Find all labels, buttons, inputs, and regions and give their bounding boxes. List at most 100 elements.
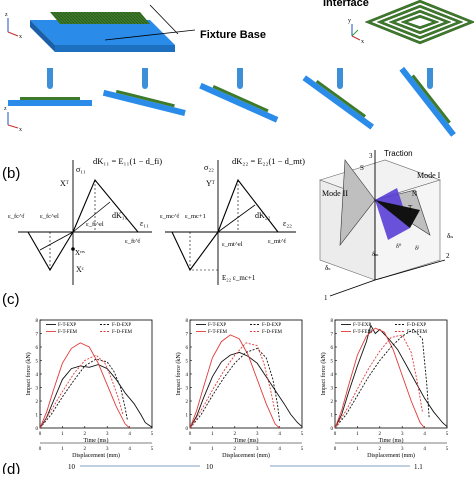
impactor-rod: [237, 68, 243, 86]
impactor-rod: [142, 68, 148, 86]
disp-tick-label: 4: [278, 447, 281, 452]
dk11-equation: dK₁₁ = E₁₁(1 − d_fi): [93, 156, 162, 166]
res-point: [71, 247, 75, 251]
interface-label: Interface: [323, 0, 369, 9]
y-tick-label: 6: [331, 346, 334, 351]
y-tick-label: 5: [331, 360, 334, 365]
interface-figure: Interface y x: [323, 0, 474, 45]
mixed-mode-dark: [375, 200, 420, 228]
legend-label: F-D-EXP: [112, 323, 131, 328]
series-line-f-d-exp: [334, 328, 430, 429]
yt-label: Yᵀ: [206, 179, 215, 188]
y-tick-label: 1: [36, 414, 39, 419]
delta-f-label: δᶠ: [415, 246, 420, 252]
x-tick-label: 1: [211, 432, 214, 437]
disp-tick-label: 2: [234, 447, 237, 452]
axis-1: [329, 279, 376, 297]
eps-ft-f: ε_ft^f: [125, 238, 141, 245]
eps-fc-f: ε_fc^f: [8, 213, 25, 220]
eps22-label: ε₂₂: [283, 219, 292, 228]
dk22-equation: dK₂₂ = E₂₂(1 − d_mt): [232, 156, 305, 166]
legend-label: F-T-FEM: [208, 330, 228, 335]
axis-z-label-3: z: [4, 106, 7, 112]
legend-label: F-D-EXP: [407, 323, 426, 328]
disp-tick-label: 3: [401, 447, 404, 452]
panel-d-tick-10a: 10: [68, 463, 76, 471]
fixture-base-left-side: [30, 20, 55, 52]
impact-frame: [399, 66, 456, 137]
x-tick-label: 1: [356, 432, 359, 437]
disp-axis-label: Displacement (mm): [72, 452, 120, 459]
disp-tick-label: 1: [211, 447, 214, 452]
disp-tick-label: 0: [39, 447, 42, 452]
frame-laminate: [20, 97, 80, 100]
impact-frame: [102, 68, 186, 116]
impact-frame: [8, 68, 92, 106]
xres-label: Xʳᵉˢ: [75, 249, 85, 257]
x-tick-label: 4: [278, 432, 281, 437]
x-tick-label: 5: [151, 432, 154, 437]
impactor: [337, 68, 343, 89]
impact-frame: [199, 68, 279, 123]
n-label: N: [412, 190, 417, 198]
disp-tick-label: 1: [356, 447, 359, 452]
delta-0-label: δ⁰: [396, 243, 402, 250]
y-tick-label: 0: [331, 427, 334, 432]
series-line-f-d-fem: [189, 342, 276, 429]
x-tick-label: 3: [401, 432, 404, 437]
y-axis-label: Impact force (kN): [320, 352, 327, 395]
impactor-tip: [337, 86, 343, 89]
chart-frame: [189, 319, 303, 429]
legend-label: F-D-FEM: [407, 330, 428, 335]
unload-line: [72, 201, 111, 233]
matrix-tension-curve: [217, 178, 279, 233]
series-line-f-t-exp: [334, 324, 448, 429]
series-line-f-d-exp: [39, 358, 128, 429]
leader-line-2: [104, 29, 196, 41]
legend-label: F-T-EXP: [208, 323, 226, 328]
eps-mc-f: ε_mc^f: [160, 213, 180, 220]
y-tick-label: 4: [186, 373, 189, 378]
mode-i-label: Mode I: [417, 171, 441, 180]
sigma22-label: σ₂₂: [204, 163, 214, 172]
matrix-unload: [217, 204, 256, 233]
legend-label: F-T-EXP: [58, 323, 76, 328]
leader-line: [149, 4, 179, 35]
axis-z-label: z: [5, 12, 8, 18]
y-tick-label: 7: [331, 333, 334, 338]
fixture-base-top: [30, 20, 175, 45]
frame-fixture: [199, 82, 279, 123]
series-line-f-t-fem: [39, 342, 130, 429]
panel-d-label: (d): [2, 461, 20, 474]
laminate-plate: [50, 12, 150, 24]
x-tick-label: 5: [446, 432, 449, 437]
panel-d-tick-11: 1.1: [414, 463, 423, 471]
axes-triad-a1: z x: [5, 12, 22, 40]
disp-tick-label: 4: [423, 447, 426, 452]
frame-laminate: [212, 85, 269, 113]
frame-laminate: [315, 79, 367, 118]
eps11-label: ε₁₁: [140, 219, 149, 228]
axes-triad-a2: y x: [348, 18, 364, 45]
disp-tick-label: 0: [334, 447, 337, 452]
y-tick-label: 7: [36, 333, 39, 338]
frame-fixture: [102, 89, 186, 116]
mode-ii-plane: [339, 159, 376, 246]
series-line-f-t-fem: [189, 334, 280, 429]
impactor: [237, 68, 243, 89]
frame-fixture: [302, 75, 374, 130]
x-tick-label: 0: [39, 432, 42, 437]
fixture-base-label: Fixture Base: [200, 29, 266, 41]
y-tick-label: 8: [331, 319, 334, 324]
time-axis-label: Time (ms): [84, 437, 109, 444]
x-tick-label: 3: [256, 432, 259, 437]
mode-ii-label: Mode II: [322, 189, 348, 198]
disp-tick-label: 2: [379, 447, 382, 452]
time-axis-label: Time (ms): [379, 437, 404, 444]
disp-tick-label: 5: [301, 447, 304, 452]
y-tick-label: 1: [331, 414, 334, 419]
axes-triad-a3: z x: [4, 106, 22, 133]
unload-line-2: [39, 231, 74, 251]
disp-tick-label: 0: [189, 447, 192, 452]
